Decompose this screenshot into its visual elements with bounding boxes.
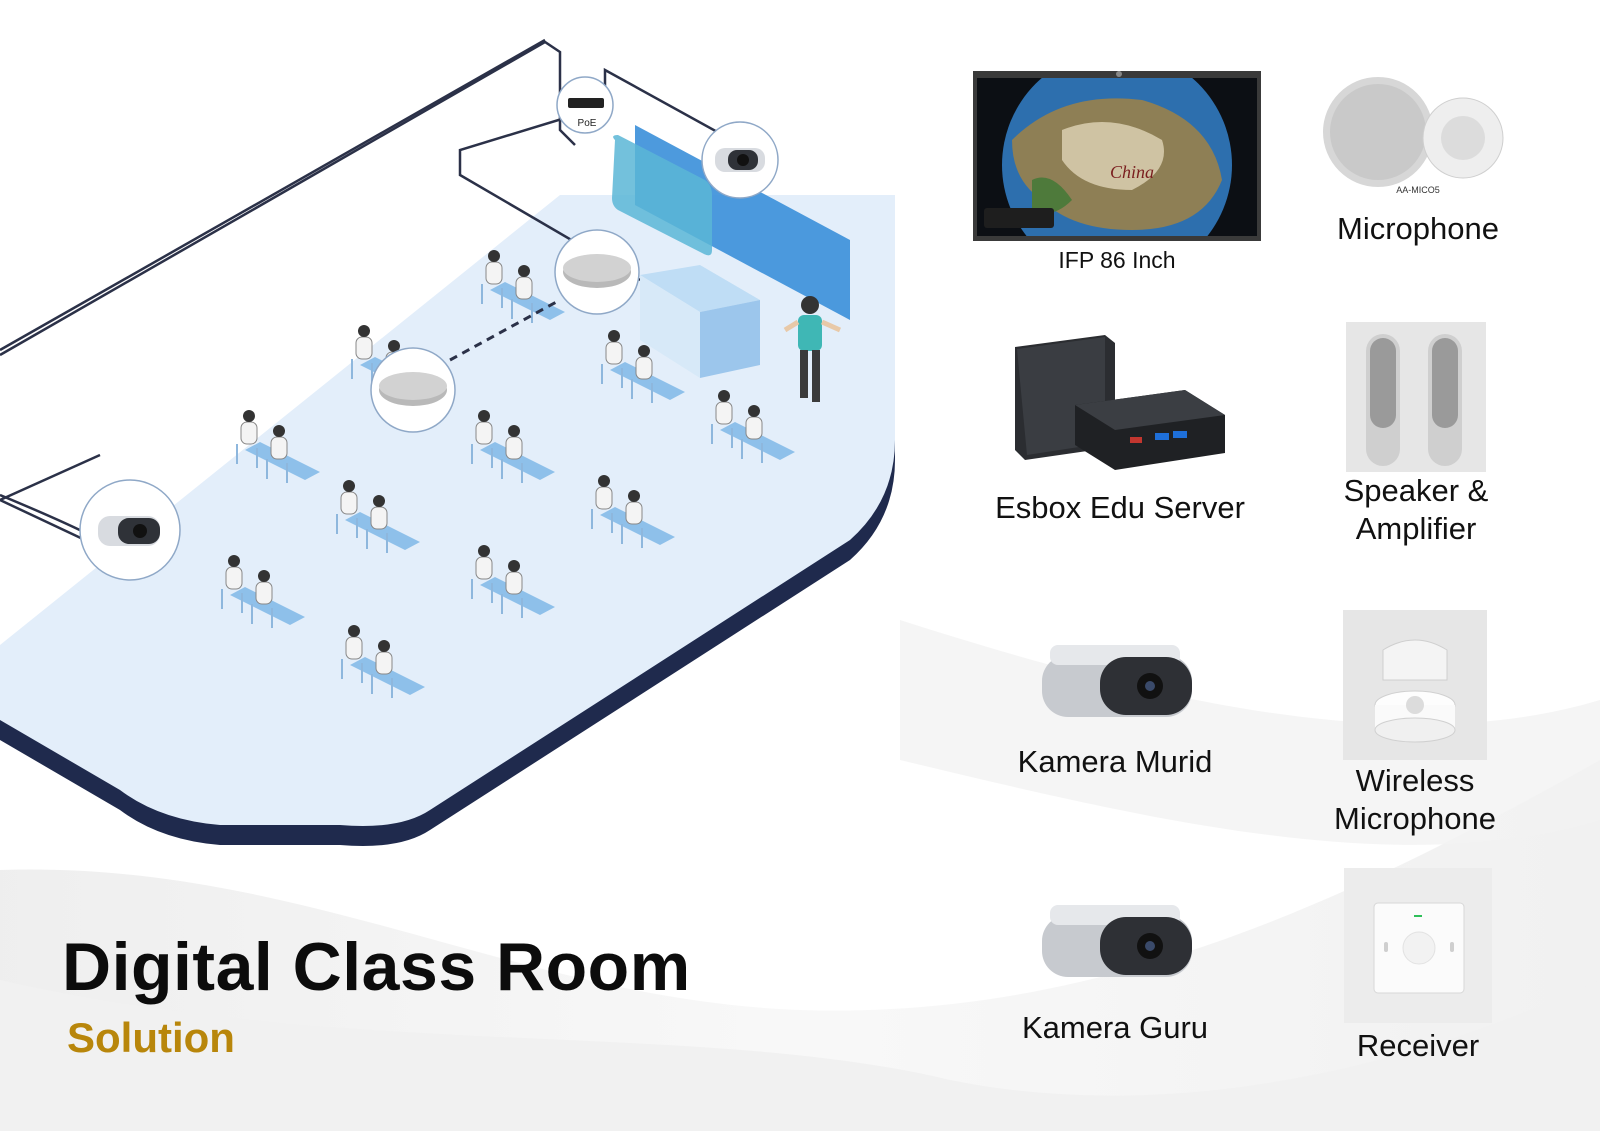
microphone-label: Microphone [1337,211,1499,246]
product-receiver: Receiver [1318,868,1518,1065]
student-icon [471,545,555,618]
student-icon [481,250,565,323]
student-icon [236,410,320,483]
wireless-mic-icon [1343,610,1487,760]
ifp-screen-text: China [1110,162,1154,182]
teacher-camera-label: Kamera Guru [1021,1010,1209,1045]
student-icon [591,475,675,548]
student-icon [711,390,795,463]
poe-switch-icon: PoE [556,76,614,134]
teacher-icon [783,296,842,402]
glass-panel [612,135,712,256]
cable-lines [0,40,751,542]
speaker-label-line2: Amplifier [1355,511,1477,546]
product-student-camera: Kamera Murid [995,635,1235,781]
product-server: Esbox Edu Server [975,335,1265,527]
student-rows [221,250,795,698]
camera-icon [1042,645,1192,717]
wireless-mic-label-line1: Wireless [1355,763,1475,798]
product-speaker: Speaker & Amplifier [1316,322,1516,548]
student-icon [221,555,305,628]
product-microphone: AA-MICO5 Microphone [1318,70,1518,248]
teacher-camera-bubble [701,121,779,199]
server-label: Esbox Edu Server [995,490,1245,525]
page-subtitle: Solution [67,1014,235,1061]
poe-label: PoE [578,118,597,129]
ifp-label: IFP 86 Inch [1058,247,1176,273]
receiver-icon [1344,868,1492,1023]
page-title: Digital Class Room [62,929,691,1005]
ifp-display-image: China [973,71,1261,241]
speaker-icon [1346,322,1486,472]
product-wireless-mic: Wireless Microphone [1315,610,1515,838]
server-icon [1015,335,1225,470]
student-icon [471,410,555,483]
wireless-mic-label-line2: Microphone [1334,801,1496,836]
student-icon [341,625,425,698]
ceiling-mic-icon: AA-MICO5 [1323,77,1504,195]
camera-icon [1042,905,1192,977]
student-icon [601,330,685,403]
ceiling-mic-bubble-1 [554,229,640,315]
speaker-label-line1: Speaker & [1343,473,1489,508]
teacher-desk [640,265,760,312]
receiver-label: Receiver [1356,1028,1480,1063]
ceiling-mic-bubble-2 [370,347,456,433]
student-icon [336,480,420,553]
student-camera-bubble [79,479,181,581]
classroom-diagram: PoE [0,38,895,846]
product-teacher-camera: Kamera Guru [995,895,1235,1047]
microphone-model: AA-MICO5 [1396,185,1440,195]
product-ifp: China IFP 86 Inch [972,70,1262,274]
student-camera-label: Kamera Murid [1017,744,1213,779]
